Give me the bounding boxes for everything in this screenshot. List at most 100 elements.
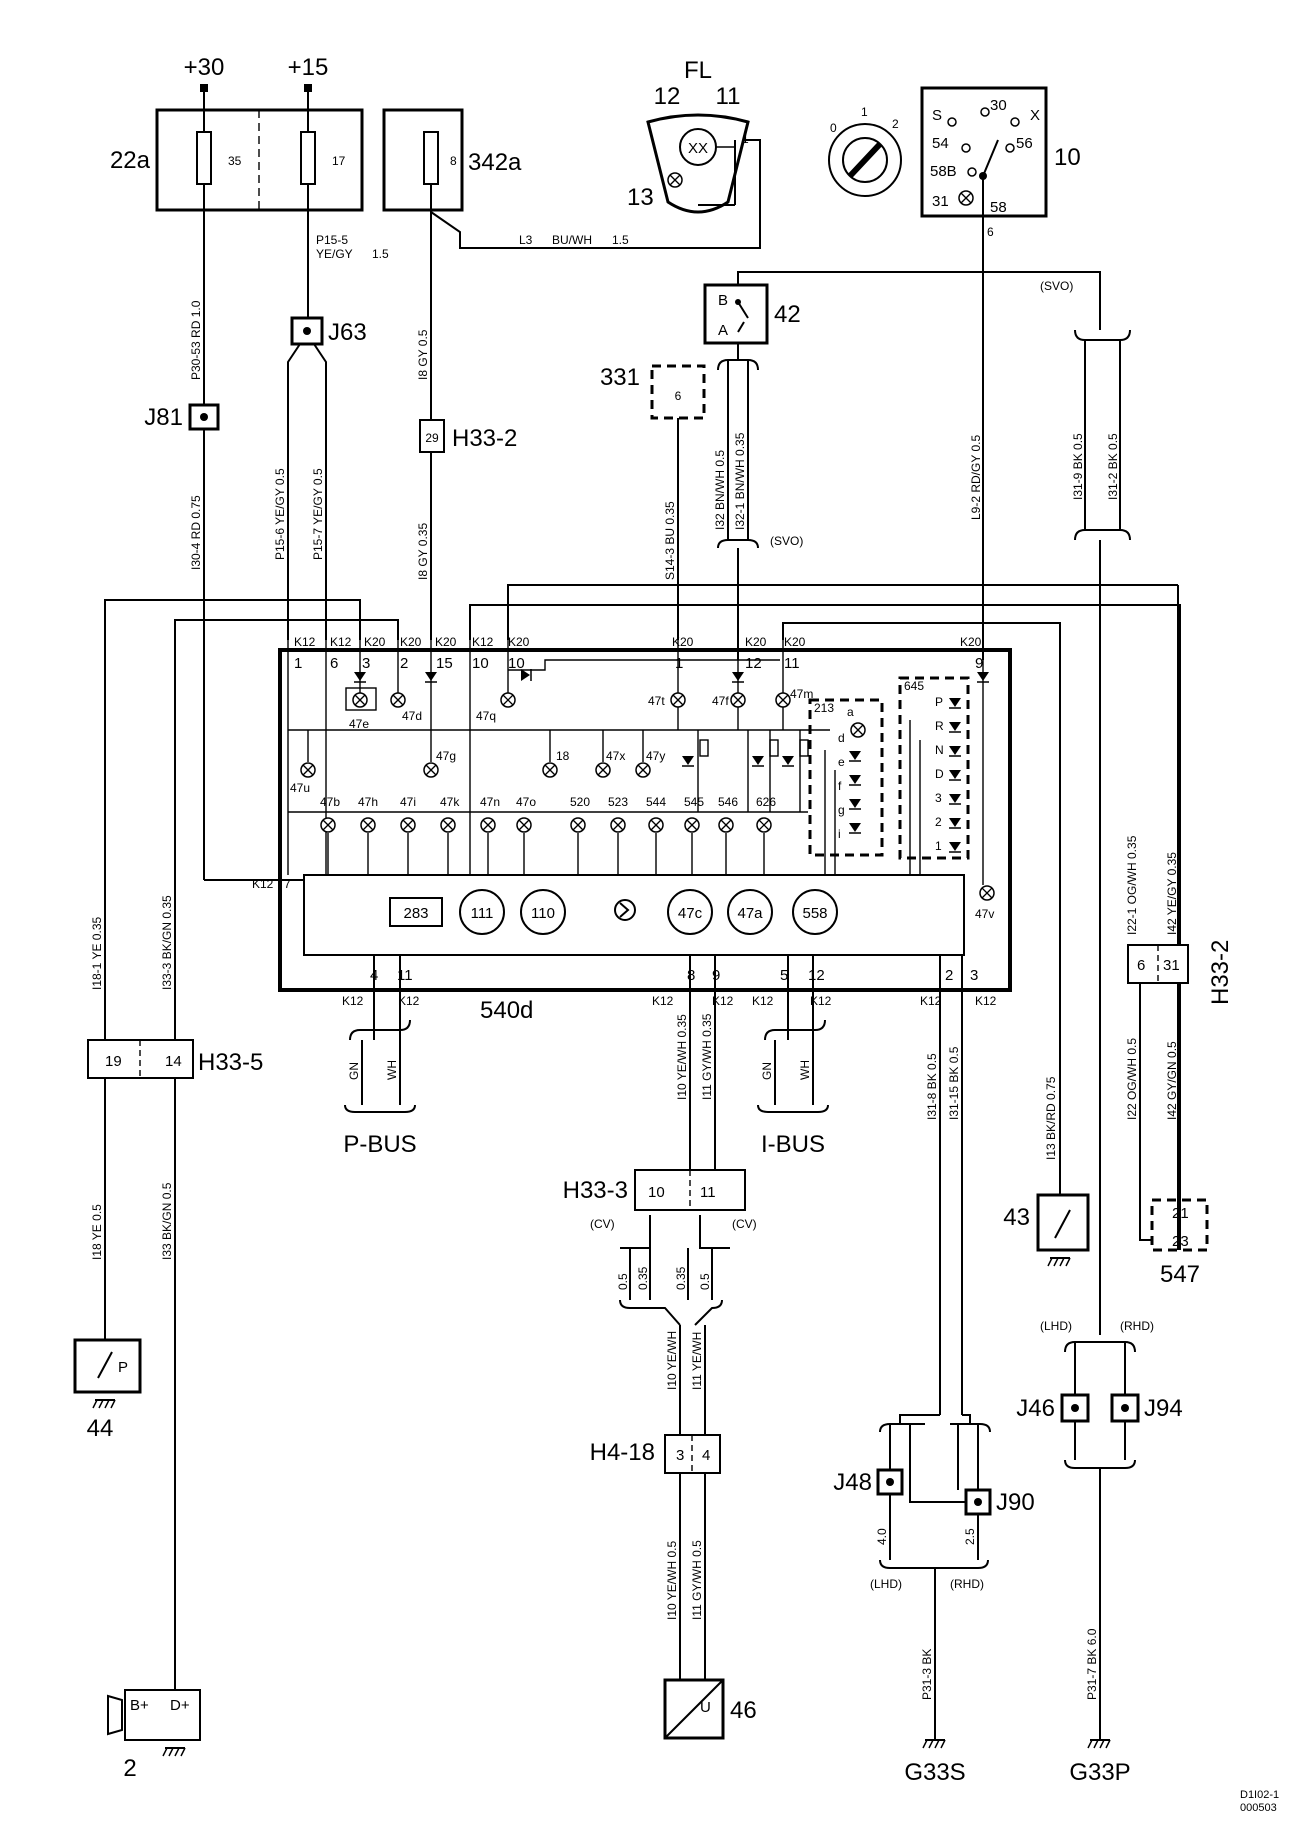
svg-text:3: 3	[935, 791, 942, 805]
svg-text:47q: 47q	[476, 709, 496, 723]
junction-j48: J48	[833, 1468, 904, 1496]
drawing-date: 000503	[1240, 1802, 1277, 1814]
sw10-54: 54	[932, 135, 949, 152]
svg-text:K12: K12	[294, 635, 316, 649]
variant-svo-2: (SVO)	[770, 534, 803, 548]
sensor-46: U 46	[663, 1678, 757, 1740]
pin7-k12: K12	[252, 877, 274, 891]
fl-12-label: 12	[654, 83, 681, 110]
svg-text:545: 545	[684, 795, 704, 809]
module-540d-label: 540d	[480, 997, 533, 1024]
svg-text:47x: 47x	[606, 749, 625, 763]
svg-text:N: N	[935, 743, 944, 757]
svg-text:(LHD): (LHD)	[1040, 1319, 1072, 1333]
svg-text:21: 21	[1172, 1205, 1189, 1222]
wire-p15-7: P15-7 YE/GY 0.5	[311, 468, 325, 560]
sw10-31: 31	[932, 193, 949, 210]
svg-text:47e: 47e	[349, 717, 369, 731]
svg-text:P31-7 BK 6.0: P31-7 BK 6.0	[1085, 1628, 1099, 1700]
svg-text:I33 BK/GN 0.5: I33 BK/GN 0.5	[160, 1182, 174, 1260]
svg-text:I22 OG/WH 0.5: I22 OG/WH 0.5	[1125, 1038, 1139, 1120]
svg-text:47d: 47d	[402, 709, 422, 723]
svg-text:6: 6	[330, 655, 338, 672]
sw10-out-6: 6	[987, 225, 994, 239]
svg-text:47k: 47k	[440, 795, 460, 809]
c331-pin: 6	[675, 389, 682, 403]
p-bus-label: P-BUS	[343, 1131, 416, 1158]
svg-text:6: 6	[1137, 957, 1145, 974]
connector-h33-2-right: 6 31 H33-2	[1127, 940, 1234, 1005]
fuse-35: 35	[228, 154, 242, 168]
svg-text:I10 YE/WH 0.35: I10 YE/WH 0.35	[675, 1014, 689, 1100]
pin-7: 7	[284, 877, 291, 891]
svg-text:47u: 47u	[290, 781, 310, 795]
svg-text:I18-1 YE 0.35: I18-1 YE 0.35	[90, 917, 104, 990]
svg-text:(LHD): (LHD)	[870, 1577, 902, 1591]
svg-text:9: 9	[712, 967, 720, 984]
svg-text:18: 18	[556, 749, 570, 763]
svg-text:I13 BK/RD 0.75: I13 BK/RD 0.75	[1044, 1076, 1058, 1160]
svg-text:K12: K12	[810, 994, 832, 1008]
svg-text:520: 520	[570, 795, 590, 809]
wire-i8-a: I8 GY 0.5	[416, 329, 430, 380]
gauge-110: 110	[531, 905, 555, 922]
wire-l3: L3	[519, 233, 533, 247]
switch-10-label: 10	[1054, 144, 1081, 171]
svg-text:i: i	[838, 827, 841, 841]
svg-text:K20: K20	[784, 635, 806, 649]
svg-text:213: 213	[814, 701, 834, 715]
svg-text:8: 8	[687, 967, 695, 984]
connector-h4-18: 3 4 H4-18	[590, 1434, 721, 1474]
svg-text:47b: 47b	[320, 795, 340, 809]
junction-j94: J94	[1110, 1393, 1183, 1423]
svg-text:47y: 47y	[646, 749, 665, 763]
h33-2-right-label: H33-2	[1207, 940, 1234, 1005]
junction-j90: J90	[964, 1488, 1035, 1516]
svg-text:14: 14	[165, 1053, 182, 1070]
fuse-box-342a: 8 342a	[382, 108, 522, 212]
sw10-58b: 58B	[930, 163, 957, 180]
svg-text:J94: J94	[1144, 1395, 1183, 1422]
svg-text:K20: K20	[508, 635, 530, 649]
svg-text:47f: 47f	[712, 694, 729, 708]
svg-text:I42 GY/GN 0.5: I42 GY/GN 0.5	[1165, 1041, 1179, 1120]
supply-30: +30	[184, 54, 224, 92]
sw10-58: 58	[990, 199, 1007, 216]
h33-2-pin-29: 29	[425, 431, 439, 445]
svg-text:3: 3	[362, 655, 370, 672]
relay-42-label: 42	[774, 301, 801, 328]
svg-text:J90: J90	[996, 1489, 1035, 1516]
svg-text:K12: K12	[920, 994, 942, 1008]
junction-j63: J63	[290, 316, 367, 346]
svg-text:D: D	[935, 767, 944, 781]
component-547-label: 547	[1160, 1261, 1200, 1288]
svg-text:I11 GY/WH 0.35: I11 GY/WH 0.35	[700, 1013, 714, 1100]
svg-text:31: 31	[1163, 957, 1180, 974]
gauge-283: 283	[403, 905, 428, 922]
svg-text:I33-3 BK/GN 0.35: I33-3 BK/GN 0.35	[160, 895, 174, 990]
relay-42: B A 42	[703, 283, 801, 345]
svg-text:0.5: 0.5	[698, 1273, 712, 1290]
wire-p30-53: P30-53 RD 1.0	[189, 300, 203, 380]
svg-text:K12: K12	[330, 635, 352, 649]
svg-text:d: d	[838, 731, 845, 745]
svg-text:K20: K20	[745, 635, 767, 649]
svg-text:I22-1 OG/WH 0.35: I22-1 OG/WH 0.35	[1125, 835, 1139, 935]
svg-text:47h: 47h	[358, 795, 378, 809]
svg-text:I31-8 BK 0.5: I31-8 BK 0.5	[925, 1053, 939, 1120]
svg-text:K20: K20	[364, 635, 386, 649]
svg-text:3: 3	[676, 1447, 684, 1464]
svg-text:10: 10	[472, 655, 489, 672]
svg-text:9: 9	[975, 655, 983, 672]
wire-i32: I32 BN/WH 0.5	[713, 450, 727, 530]
svg-text:23: 23	[1172, 1233, 1189, 1250]
fl-label: FL	[684, 57, 712, 84]
j63-label: J63	[328, 319, 367, 346]
svg-text:P: P	[118, 1359, 128, 1376]
junction-j46: J46	[1016, 1393, 1090, 1423]
svg-text:K12: K12	[712, 994, 734, 1008]
svg-text:10: 10	[648, 1184, 665, 1201]
wire-i31-2: I31-2 BK 0.5	[1106, 433, 1120, 500]
alternator-2: B+ D+ 2	[107, 1689, 201, 1782]
svg-text:1: 1	[294, 655, 302, 672]
